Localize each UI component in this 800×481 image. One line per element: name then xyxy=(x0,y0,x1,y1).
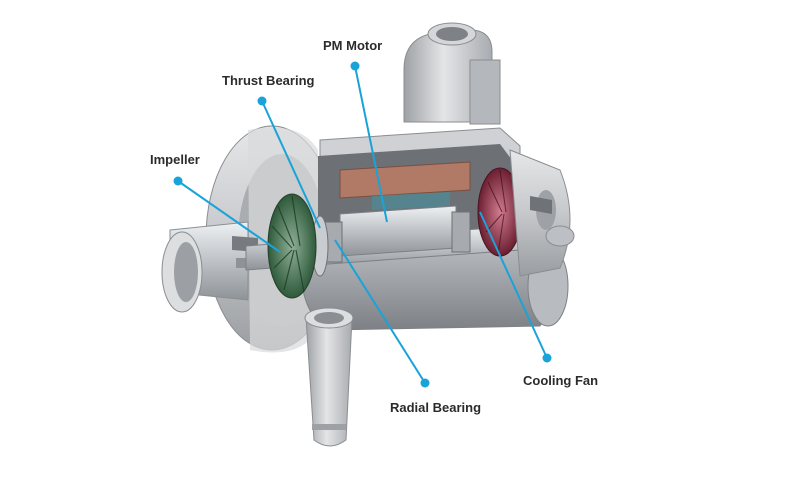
top-outlet-pipe xyxy=(403,22,501,125)
pm-rotor xyxy=(339,205,457,257)
label-pm-motor: PM Motor xyxy=(323,38,382,53)
leader-line-pm-motor xyxy=(354,65,388,223)
leader-line-impeller xyxy=(177,180,281,253)
callout-pm-motor: PM Motor xyxy=(323,38,388,223)
impeller-wheel xyxy=(267,193,317,299)
stator-winding-top xyxy=(339,161,471,199)
callout-thrust-bearing: Thrust Bearing xyxy=(222,73,321,229)
right-end-cap xyxy=(509,149,575,277)
cooling-inlet-pipe xyxy=(304,307,354,447)
machine-illustration xyxy=(161,22,575,447)
label-impeller: Impeller xyxy=(150,152,200,167)
label-thrust-bearing: Thrust Bearing xyxy=(222,73,315,88)
inlet-pipe xyxy=(161,221,276,313)
label-cooling-fan: Cooling Fan xyxy=(523,373,598,388)
callout-cooling-fan: Cooling Fan xyxy=(479,211,598,388)
callout-radial-bearing: Radial Bearing xyxy=(334,239,481,415)
leader-line-radial-bearing xyxy=(334,239,426,384)
radial-bearing-right xyxy=(451,211,471,253)
leader-line-cooling-fan xyxy=(479,211,548,359)
leader-line-thrust-bearing xyxy=(261,100,321,229)
callout-impeller: Impeller xyxy=(150,152,281,253)
label-radial-bearing: Radial Bearing xyxy=(390,400,481,415)
